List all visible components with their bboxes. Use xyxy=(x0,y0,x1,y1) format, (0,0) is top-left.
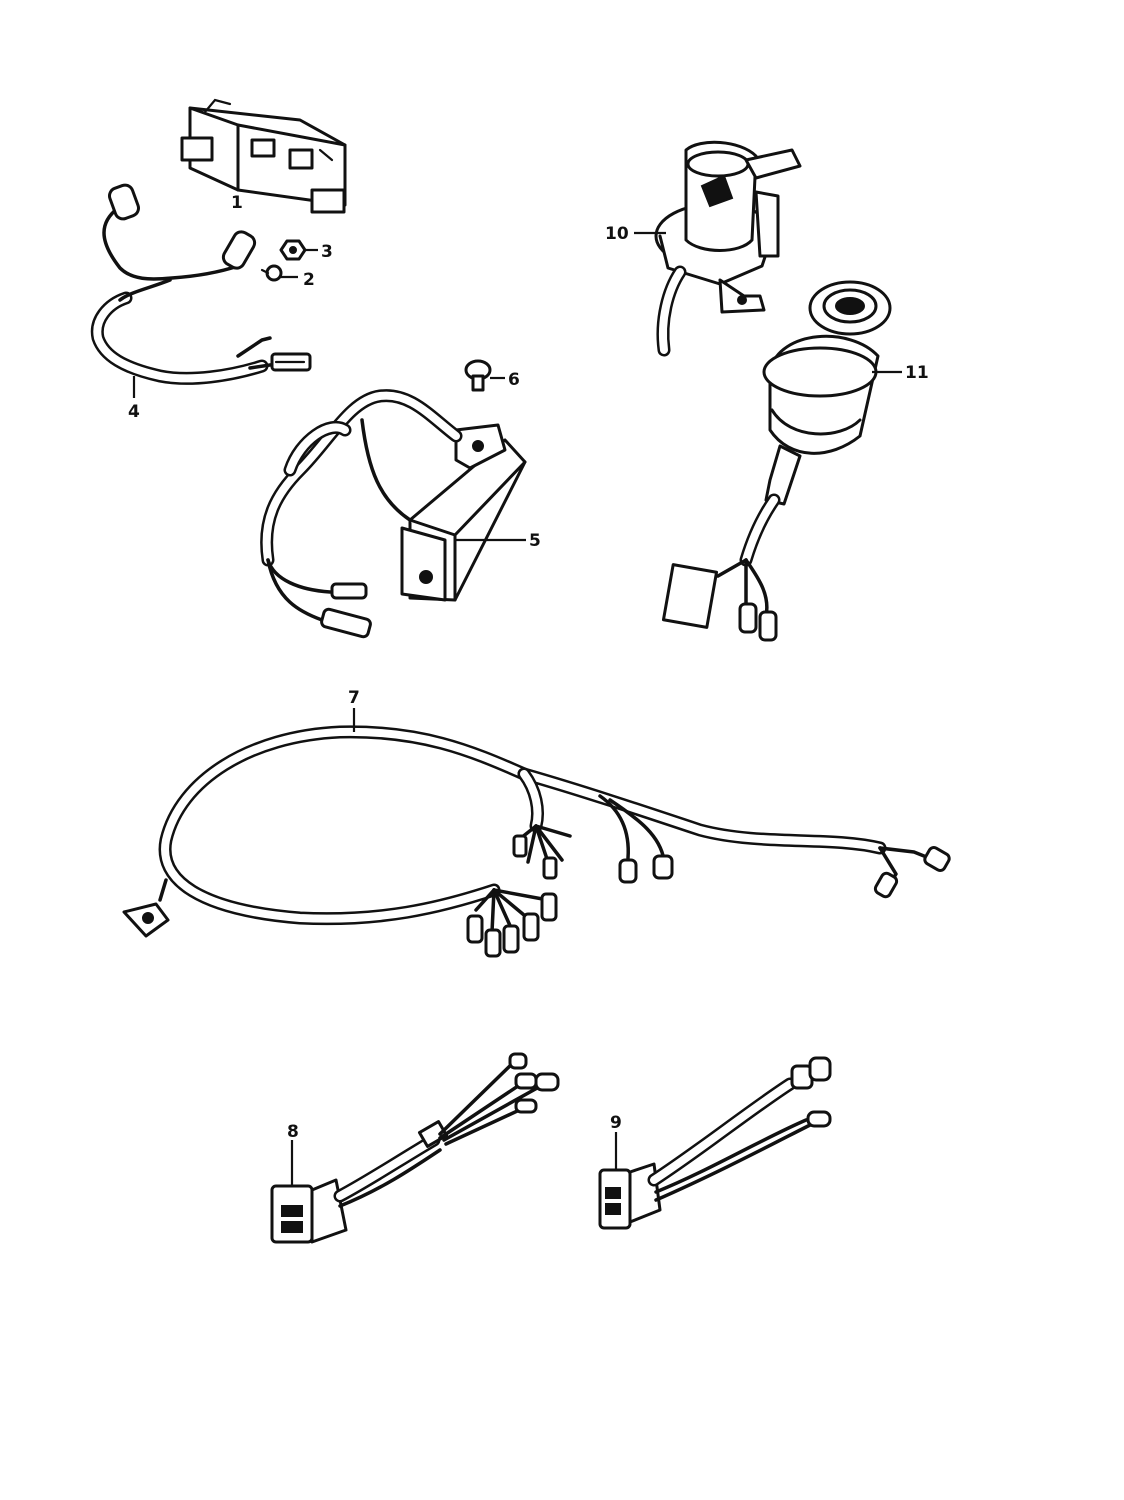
callout-8: 8 xyxy=(287,1122,299,1142)
part-4-wire-lead-drawing xyxy=(90,183,312,385)
part-2-screw-drawing xyxy=(260,264,283,282)
part-1-bracket-drawing xyxy=(180,98,347,214)
part-11-key-switch-drawing xyxy=(661,280,892,642)
part-5-regulator-drawing xyxy=(260,389,527,639)
callout-leaders xyxy=(132,170,902,1186)
callout-7: 7 xyxy=(348,688,360,708)
part-3-nut-drawing xyxy=(279,239,307,261)
callout-2: 2 xyxy=(303,270,315,290)
part-7-wiring-harness-drawing xyxy=(122,725,951,958)
part-10-ignition-switch-drawing xyxy=(654,140,802,357)
callout-labels: 1 2 3 4 5 6 7 8 9 10 11 xyxy=(128,193,929,1142)
part-8-sub-harness-drawing xyxy=(270,1052,560,1244)
callout-3: 3 xyxy=(321,242,333,262)
callout-11: 11 xyxy=(905,363,929,383)
callout-10: 10 xyxy=(605,224,629,244)
part-6-screw-drawing xyxy=(464,359,492,392)
callout-5: 5 xyxy=(529,531,541,551)
callout-6: 6 xyxy=(508,370,520,390)
callout-1: 1 xyxy=(231,193,243,213)
callout-9: 9 xyxy=(610,1113,622,1133)
part-9-sub-harness-drawing xyxy=(598,1056,832,1230)
callout-4: 4 xyxy=(128,402,140,422)
